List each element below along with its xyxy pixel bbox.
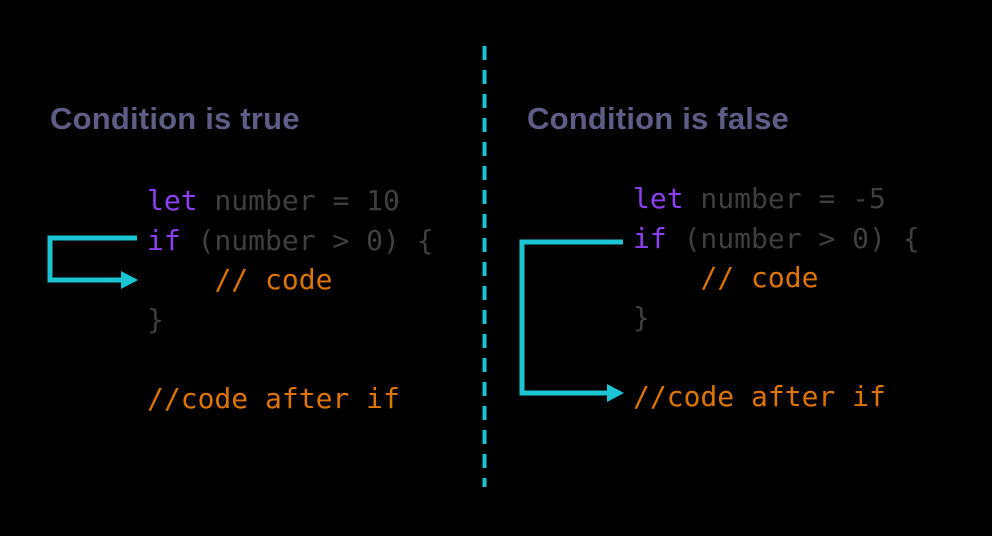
- code-token-plain: (number > 0) {: [180, 223, 434, 257]
- panel-heading-true: Condition is true: [50, 101, 300, 136]
- code-line: if (number > 0) {: [633, 219, 920, 259]
- code-token-plain: [633, 261, 700, 294]
- code-line: [633, 337, 920, 377]
- code-line: }: [633, 298, 920, 338]
- panel-heading-false: Condition is false: [527, 101, 789, 136]
- code-line: // code: [633, 258, 920, 298]
- code-token-plain: }: [147, 302, 164, 336]
- code-line: let number = -5: [633, 179, 920, 219]
- code-line: //code after if: [633, 377, 920, 417]
- code-token-comment: //code after if: [633, 379, 886, 413]
- code-token-keyword: if: [147, 223, 181, 257]
- code-line: // code: [147, 260, 434, 300]
- code-token-keyword: let: [147, 184, 198, 217]
- code-token-plain: (number > 0) {: [666, 221, 920, 255]
- code-line: //code after if: [147, 379, 434, 419]
- code-token-plain: number = -5: [683, 182, 886, 215]
- code-token-comment: // code: [214, 263, 333, 296]
- code-line: let number = 10: [147, 181, 434, 221]
- code-line: }: [147, 300, 434, 340]
- code-line: [147, 339, 434, 379]
- code-token-plain: }: [633, 300, 650, 334]
- code-token-plain: [147, 263, 214, 296]
- code-token-plain: number = 10: [197, 184, 400, 217]
- false-branch-arrow: [519, 239, 624, 402]
- code-token-comment: //code after if: [147, 381, 400, 415]
- code-token-keyword: if: [633, 221, 667, 255]
- code-line: if (number > 0) {: [147, 221, 434, 261]
- true-branch-arrow: [47, 235, 138, 289]
- code-token-keyword: let: [633, 182, 684, 215]
- code-token-comment: // code: [700, 261, 819, 294]
